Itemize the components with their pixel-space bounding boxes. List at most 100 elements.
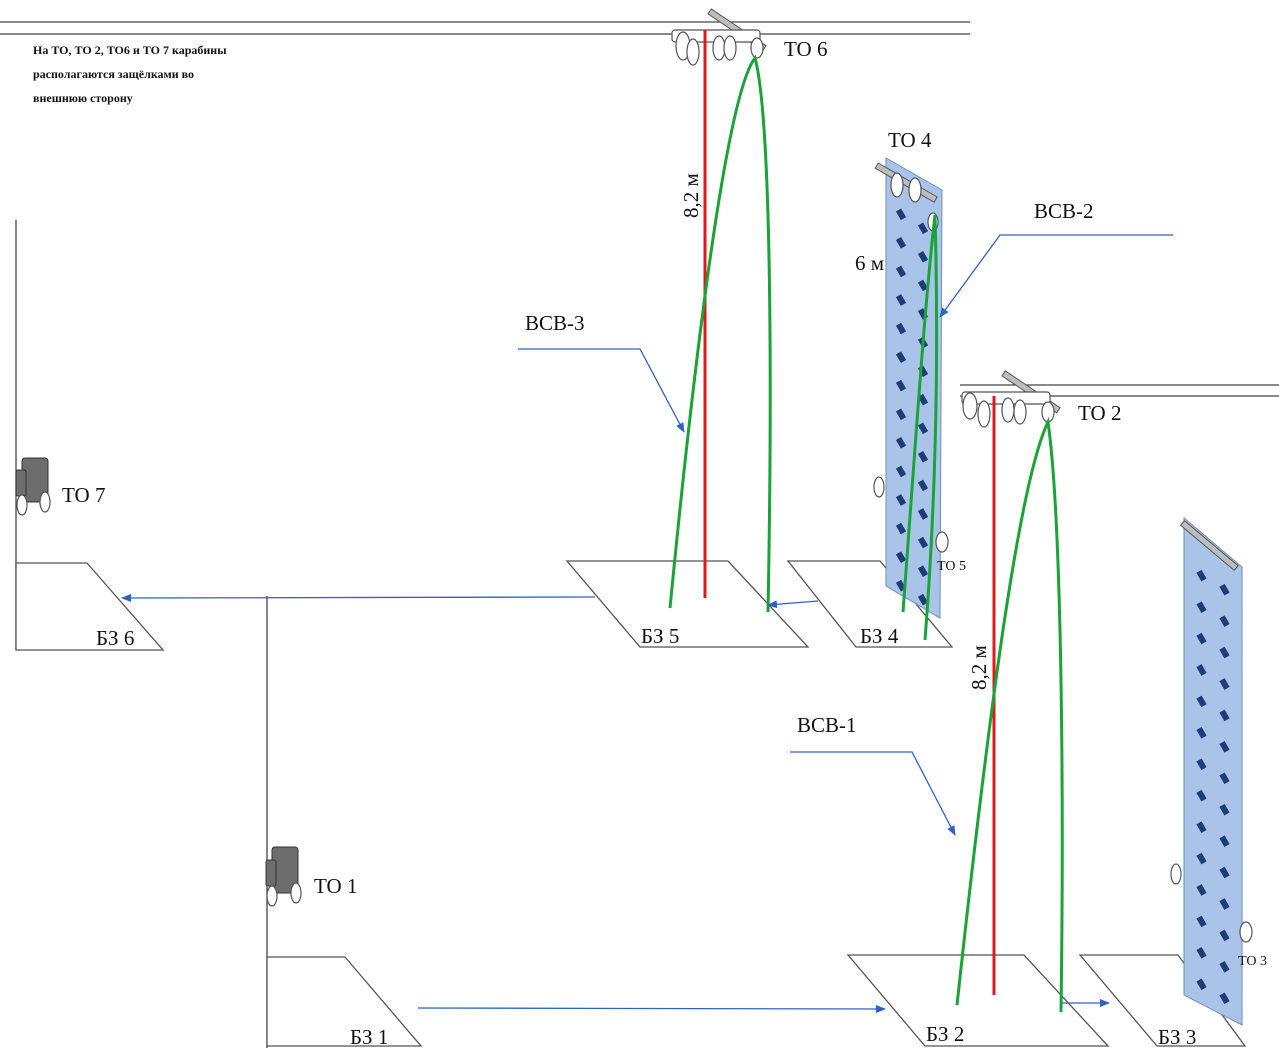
ropes — [668, 30, 1064, 1013]
lower-wall-hold — [1219, 835, 1230, 847]
label-bz1: БЗ 1 — [350, 1025, 388, 1048]
anchor-small-to5 — [873, 476, 949, 553]
arrow-bz4-to-bz5 — [767, 600, 819, 609]
lower-wall-hold — [1196, 821, 1207, 833]
lower-wall-hold — [1219, 992, 1230, 1005]
lower-wall-hold — [1219, 961, 1230, 973]
label-bz4: БЗ 4 — [860, 624, 899, 648]
upper-wall-hold — [895, 237, 907, 249]
lower-wall-hold — [1196, 695, 1207, 708]
upper-wall-hold — [917, 536, 929, 549]
rope-green-wall — [901, 214, 939, 641]
lower-wall-hold — [1219, 646, 1230, 659]
note-line-2: располагаются защёлками во — [33, 67, 194, 81]
upper-wall-hold — [895, 437, 907, 449]
lower-wall-hold — [1196, 758, 1207, 771]
label-to3: ТО 3 — [1238, 954, 1267, 969]
upper-wall-hold — [895, 551, 907, 563]
zone-bz6 — [15, 562, 165, 651]
zones — [15, 560, 1247, 1047]
belay-device-to1 — [265, 846, 302, 907]
lower-wall-hold — [1219, 615, 1230, 627]
label-bz5: БЗ 5 — [641, 624, 679, 648]
arrow-bz1-to-bz2 — [417, 1004, 886, 1013]
lower-wall-hold — [1219, 898, 1230, 910]
label-bz6: БЗ 6 — [96, 626, 134, 650]
upper-wall-hold — [895, 322, 907, 335]
lower-wall-hold — [1196, 601, 1207, 613]
label-to7: ТО 7 — [62, 483, 105, 507]
lower-wall-hold — [1219, 929, 1230, 942]
climbing-wall-lower — [1179, 516, 1243, 1026]
lower-wall-hold — [1196, 727, 1207, 739]
pointer-vsv2 — [939, 234, 1173, 318]
upper-wall-hold — [917, 593, 929, 606]
pointer-vsv1 — [790, 751, 956, 836]
label-to1: ТО 1 — [314, 874, 357, 898]
lower-wall-hold — [1219, 709, 1230, 722]
upper-wall-hold — [917, 451, 929, 463]
transitions — [121, 234, 1173, 1013]
upper-wall-hold — [895, 294, 907, 306]
lower-wall-hold — [1219, 866, 1230, 879]
note-text: На ТО, ТО 2, ТО6 и ТО 7 карабины распола… — [33, 43, 230, 105]
zone-bz5 — [565, 560, 810, 648]
label-vsv1: ВСВ-1 — [797, 713, 857, 737]
label-to5: ТО 5 — [937, 559, 966, 574]
upper-wall-hold — [917, 222, 929, 235]
lower-wall-hold — [1219, 772, 1230, 785]
upper-wall-hold — [917, 565, 929, 577]
rope-green-upper — [668, 54, 772, 613]
lower-wall-hold — [1196, 978, 1207, 991]
zone-bz3 — [1078, 954, 1247, 1047]
pointer-vsv3 — [518, 348, 685, 433]
lower-wall-hold — [1219, 678, 1230, 690]
upper-wall-hold — [895, 265, 907, 278]
anchor-small-to3 — [1170, 863, 1253, 943]
upper-wall-hold — [895, 351, 907, 363]
upper-wall-hold — [917, 251, 929, 263]
upper-wall-hold — [917, 279, 929, 292]
lower-wall-hold — [1196, 664, 1207, 676]
belay-device-to7 — [15, 457, 51, 516]
lower-wall-hold — [1219, 803, 1230, 816]
labels: ТО 6 ТО 4 ВСВ-2 6 м ВСВ-3 ТО 2 ТО 7 ТО 5… — [62, 37, 1267, 1048]
upper-wall-hold — [917, 508, 929, 520]
label-bz3: БЗ 3 — [1158, 1025, 1196, 1048]
label-height-wall: 6 м — [855, 251, 884, 275]
zone-bz1 — [266, 956, 423, 1047]
upper-wall-hold — [895, 208, 907, 221]
lower-wall-hold — [1196, 915, 1207, 928]
upper-wall-hold — [895, 379, 907, 392]
zone-bz4 — [786, 560, 954, 648]
arrow-bz5-to-bz6 — [121, 593, 596, 602]
lower-wall-hold — [1196, 852, 1207, 865]
label-to6: ТО 6 — [784, 37, 827, 61]
lower-wall-hold — [1219, 741, 1230, 753]
lower-wall-hold — [1219, 583, 1230, 596]
upper-wall-hold — [895, 494, 907, 506]
lower-wall-hold — [1196, 789, 1207, 802]
label-height-bottom: 8,2 м — [967, 645, 991, 690]
lower-wall-hold — [1196, 884, 1207, 896]
label-to4: ТО 4 — [888, 128, 932, 152]
lower-wall-hold — [1196, 947, 1207, 959]
upper-wall-hold — [917, 479, 929, 492]
upper-wall-hold — [895, 465, 907, 478]
upper-wall-hold — [917, 422, 929, 435]
label-vsv2: ВСВ-2 — [1034, 199, 1094, 223]
upper-wall-hold — [895, 522, 907, 535]
lower-wall-hold — [1196, 632, 1207, 645]
note-line-3: внешнюю сторону — [33, 91, 133, 105]
rope-green-lower — [955, 416, 1064, 1013]
anchor-hardware-to2 — [961, 370, 1061, 428]
note-line-1: На ТО, ТО 2, ТО6 и ТО 7 карабины — [33, 43, 227, 57]
upper-wall-hold — [895, 408, 907, 421]
structure — [0, 21, 1279, 1048]
label-vsv3: ВСВ-3 — [525, 311, 585, 335]
lower-wall-hold — [1196, 569, 1207, 582]
label-to2: ТО 2 — [1078, 401, 1121, 425]
label-height-top: 8,2 м — [679, 173, 703, 218]
zone-bz2 — [846, 954, 1110, 1047]
